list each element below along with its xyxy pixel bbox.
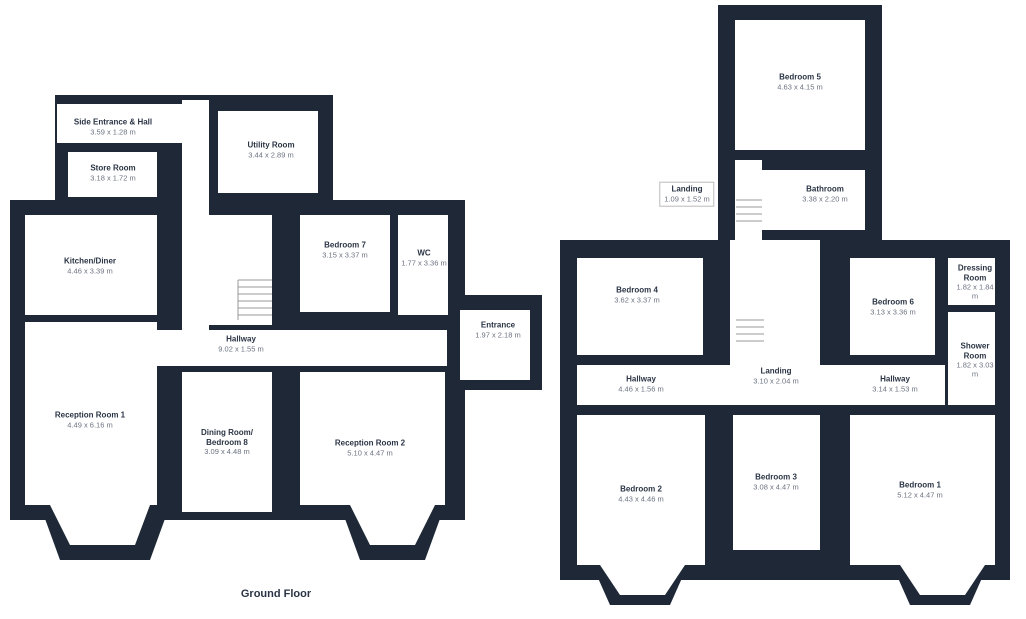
- room-dimensions: 1.77 x 3.36 m: [401, 258, 447, 268]
- room-dimensions: 3.62 x 3.37 m: [614, 295, 660, 305]
- room-dimensions: 4.46 x 3.39 m: [67, 266, 113, 276]
- room-dimensions: 1.82 x 1.84 m: [956, 282, 994, 301]
- room-name: Entrance: [480, 320, 516, 330]
- room-dimensions: 4.63 x 4.15 m: [777, 82, 823, 92]
- room-name: Bathroom: [806, 184, 844, 194]
- room-name: Dining Room/ Bedroom 8: [201, 427, 253, 447]
- room-name: Bedroom 4: [616, 285, 658, 295]
- room-name: Bedroom 5: [779, 72, 821, 82]
- room-dimensions: 3.38 x 2.20 m: [802, 194, 848, 204]
- room-name: Landing: [671, 184, 703, 194]
- room-dimensions: 5.12 x 4.47 m: [897, 490, 943, 500]
- room-dimensions: 1.09 x 1.52 m: [664, 194, 710, 204]
- room-name: WC: [417, 248, 431, 258]
- room-dimensions: 4.49 x 6.16 m: [67, 420, 113, 430]
- room-name: Reception Room 1: [54, 410, 126, 420]
- room-dimensions: 9.02 x 1.55 m: [218, 344, 264, 354]
- room-dimensions: 4.46 x 1.56 m: [618, 384, 664, 394]
- room-dimensions: 3.59 x 1.28 m: [90, 127, 136, 137]
- room-name: Hallway: [226, 334, 256, 344]
- room-name: Hallway: [880, 374, 910, 384]
- room-dimensions: 3.15 x 3.37 m: [322, 250, 368, 260]
- room-name: Kitchen/Diner: [63, 256, 117, 266]
- room-name: Bedroom 6: [872, 297, 914, 307]
- floor-title: Ground Floor: [240, 588, 312, 600]
- room-dimensions: 3.10 x 2.04 m: [753, 376, 799, 386]
- room-dimensions: 3.14 x 1.53 m: [872, 384, 918, 394]
- room-dimensions: 1.97 x 2.18 m: [475, 330, 521, 340]
- room-dimensions: 3.13 x 3.36 m: [870, 307, 916, 317]
- room-name: Hallway: [626, 374, 656, 384]
- stairs: [237, 199, 764, 342]
- room-dimensions: 1.82 x 3.03 m: [956, 360, 994, 379]
- room-name: Store Room: [90, 163, 136, 173]
- room-dimensions: 3.08 x 4.47 m: [753, 482, 799, 492]
- room-name: Dressing Room: [957, 263, 993, 282]
- rooms: [25, 20, 995, 595]
- room-name: Shower Room: [960, 341, 990, 360]
- room-dimensions: 4.43 x 4.46 m: [618, 494, 664, 504]
- room-name: Reception Room 2: [334, 438, 406, 448]
- room-name: Bedroom 3: [755, 472, 797, 482]
- room-name: Side Entrance & Hall: [73, 117, 153, 127]
- room-name: Bedroom 2: [620, 484, 662, 494]
- room-dimensions: 3.44 x 2.89 m: [248, 150, 294, 160]
- room-name: Landing: [760, 366, 792, 376]
- room-name: Utility Room: [247, 140, 295, 150]
- room-name: Bedroom 1: [899, 480, 941, 490]
- room-name: Bedroom 7: [324, 240, 366, 250]
- room-dimensions: 3.09 x 4.48 m: [204, 447, 250, 457]
- room-dimensions: 5.10 x 4.47 m: [347, 448, 393, 458]
- room-dimensions: 3.18 x 1.72 m: [90, 173, 136, 183]
